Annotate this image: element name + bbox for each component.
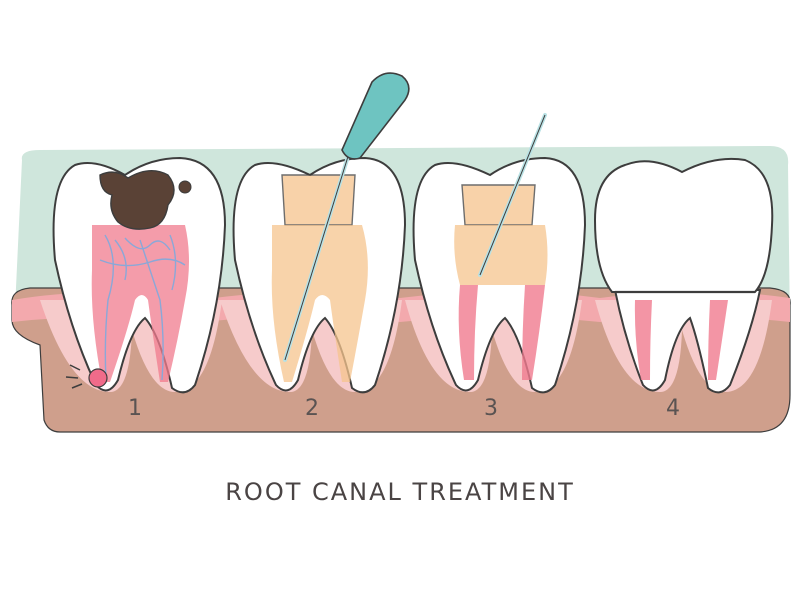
nerve-lines <box>99 234 186 381</box>
file-handle <box>341 72 410 160</box>
syringe-needle-outline <box>479 114 546 276</box>
canal-filling <box>454 225 548 285</box>
tooth-1: 1 <box>40 156 227 421</box>
abscess-icon <box>88 368 108 388</box>
pain-lines <box>65 364 83 389</box>
step-number-3: 3 <box>484 396 498 421</box>
tooth-4: 4 <box>593 157 774 421</box>
canal-filling <box>271 225 368 382</box>
root-filling <box>458 285 478 380</box>
decay-spot <box>178 180 192 194</box>
root-filling <box>634 300 652 380</box>
root-filling <box>708 300 728 380</box>
decay-cavity <box>99 170 175 230</box>
crown-icon <box>593 157 774 293</box>
root-filling <box>522 285 545 380</box>
file-needle-outline <box>284 149 351 361</box>
step-number-2: 2 <box>305 396 319 421</box>
tooth-2: 2 <box>220 72 410 421</box>
step-number-1: 1 <box>128 396 142 421</box>
step-number-4: 4 <box>666 396 680 421</box>
access-cavity <box>461 184 536 226</box>
access-cavity <box>281 174 356 226</box>
tooth-3: 3 <box>405 113 587 421</box>
diagram-title: ROOT CANAL TREATMENT <box>225 478 575 506</box>
